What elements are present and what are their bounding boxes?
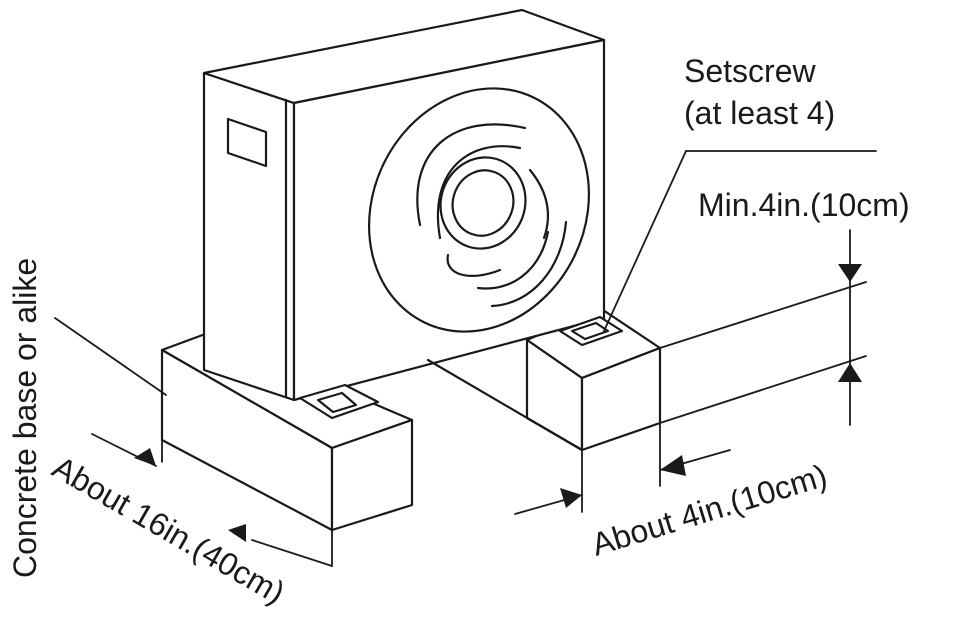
side-handle-icon bbox=[226, 117, 268, 168]
arrow-head-icon bbox=[228, 524, 246, 542]
down-arrow-icon bbox=[838, 264, 862, 282]
up-arrow-icon bbox=[838, 363, 862, 382]
fan-grille-icon bbox=[367, 87, 591, 333]
length-dimension bbox=[91, 433, 333, 567]
left-mounting-foot bbox=[298, 383, 380, 420]
min-height-label: Min.4in.(10cm) bbox=[698, 187, 910, 223]
base-leader bbox=[54, 317, 167, 396]
left-arrow-icon bbox=[660, 455, 686, 476]
width-label: About 4in.(10cm) bbox=[588, 457, 832, 563]
base-label: Concrete base or alike bbox=[7, 258, 43, 578]
right-arrow-icon bbox=[560, 488, 582, 508]
outdoor-unit bbox=[202, 8, 606, 402]
arrow-head-icon bbox=[134, 448, 156, 466]
setscrew-icon bbox=[570, 321, 610, 341]
width-dimension bbox=[514, 449, 731, 515]
setscrew-count-label: (at least 4) bbox=[684, 95, 835, 131]
min-height-dimension bbox=[659, 229, 867, 426]
setscrew-leader bbox=[603, 150, 877, 332]
setscrew-label: Setscrew bbox=[684, 53, 816, 89]
